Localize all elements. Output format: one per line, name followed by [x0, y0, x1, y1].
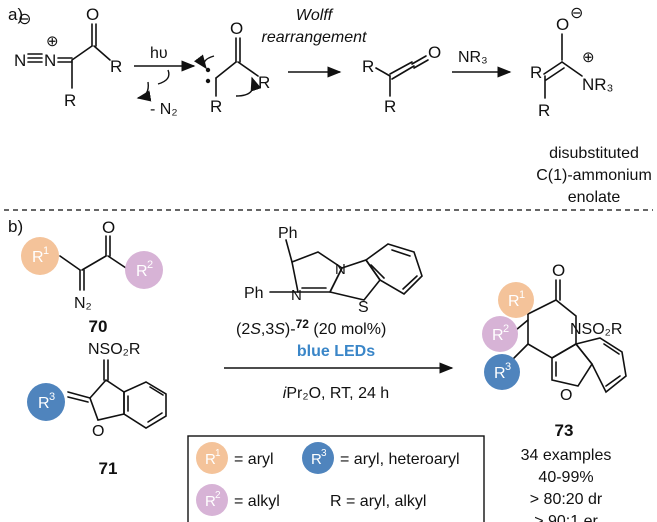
- product-r2-sup: 2: [503, 323, 509, 335]
- c70-o: O: [102, 218, 115, 237]
- carbene-intermediate: R O R: [193, 19, 270, 116]
- atom-n-terminal: N: [14, 51, 26, 70]
- nr3-reagent: NR₃: [458, 49, 488, 66]
- enolate-plus: ⊕: [582, 49, 595, 66]
- legend-r2-text: = alkyl: [234, 493, 280, 510]
- caption-line-3: enolate: [568, 189, 621, 206]
- legend-r3-symbol: R: [311, 451, 322, 468]
- substituent-legend: R 1 = aryl R 3 = aryl, heteroaryl R 2 = …: [187, 435, 485, 522]
- r2-ball: [125, 251, 163, 289]
- legend-r2-symbol: R: [205, 493, 216, 510]
- conditions-solvent: iPr₂O, RT, 24 h: [283, 385, 389, 402]
- cat-s: S: [358, 299, 369, 316]
- legend-r2-sup: 2: [215, 490, 221, 501]
- caption-line-2: C(1)-ammonium: [536, 167, 652, 184]
- stat-yield: 40-99%: [538, 469, 593, 486]
- wolff-label: Wolff: [296, 7, 334, 24]
- product-r3-symbol: R: [494, 365, 506, 382]
- carbene-o: O: [230, 19, 243, 38]
- enolate-r-lower: R: [538, 101, 550, 120]
- r3-ball: [27, 383, 65, 421]
- cat-ph-left: Ph: [244, 285, 264, 302]
- c71-o: O: [92, 423, 104, 440]
- product-r3-ball: [484, 354, 520, 390]
- c71-imine: NSO₂R: [88, 341, 140, 358]
- r2-superscript: 2: [147, 259, 153, 271]
- enolate-minus: ⊖: [570, 5, 583, 22]
- atom-r-lower: R: [64, 91, 76, 110]
- legend-r3-text: = aryl, heteroaryl: [340, 451, 460, 468]
- atom-o: O: [86, 5, 99, 24]
- atom-r-right: R: [110, 57, 122, 76]
- ammonium-enolate: ⊖ O R R ⊕ NR₃: [530, 5, 613, 120]
- legend-r-text: R = aryl, alkyl: [330, 493, 426, 510]
- r3-superscript: 3: [49, 391, 55, 403]
- product-r1-symbol: R: [508, 293, 520, 310]
- r1-ball: [21, 237, 59, 275]
- legend-r1-text: = aryl: [234, 451, 274, 468]
- legend-r1-symbol: R: [205, 451, 216, 468]
- legend-r3-sup: 3: [321, 448, 327, 459]
- stat-er: > 90:1 er: [534, 513, 598, 522]
- r1-superscript: 1: [43, 245, 49, 257]
- compound-73-number: 73: [555, 421, 574, 440]
- ketene-r-left: R: [362, 57, 374, 76]
- compound-71-number: 71: [99, 459, 118, 478]
- product-r3-sup: 3: [505, 361, 511, 373]
- enolate-r-left: R: [530, 63, 542, 82]
- cat-ph-top: Ph: [278, 225, 298, 242]
- r2-symbol: R: [136, 263, 148, 280]
- r1-symbol: R: [32, 249, 44, 266]
- atom-n-internal: N: [44, 51, 56, 70]
- carbene-r-right: R: [258, 73, 270, 92]
- panel-a-label: a): [8, 5, 23, 24]
- c70-n2: N₂: [74, 295, 92, 312]
- cat-n-bridge: N: [335, 261, 346, 278]
- product-r1-ball: [498, 282, 534, 318]
- compound-70-number: 70: [89, 317, 108, 336]
- compound-71: NSO₂R O R 3 71: [27, 341, 167, 478]
- diazo-ketone: ⊖ N N ⊕ R O R: [14, 5, 122, 110]
- product-r1-sup: 1: [519, 289, 525, 301]
- product-r2-ball: [482, 316, 518, 352]
- stat-examples: 34 examples: [521, 447, 612, 464]
- c73-ring-o: O: [560, 387, 572, 404]
- hv-label: hυ: [150, 45, 168, 62]
- plus-charge: ⊕: [46, 33, 59, 50]
- enolate-o: O: [556, 15, 569, 34]
- blue-leds-label: blue LEDs: [297, 343, 375, 360]
- stat-dr: > 80:20 dr: [530, 491, 603, 508]
- c73-nso2r: NSO₂R: [570, 321, 622, 338]
- caption-line-1: disubstituted: [549, 145, 639, 162]
- rearrangement-label: rearrangement: [262, 29, 368, 46]
- n2-loss-label: - N₂: [150, 101, 178, 118]
- product-r2-symbol: R: [492, 327, 504, 344]
- enolate-nr3: NR₃: [582, 75, 613, 94]
- legend-r1-sup: 1: [215, 448, 221, 459]
- cat-n-imine: N: [291, 287, 302, 304]
- carbene-r-lower: R: [210, 97, 222, 116]
- ketene: R R O: [362, 43, 441, 116]
- ketene-r-lower: R: [384, 97, 396, 116]
- ketene-o: O: [428, 43, 441, 62]
- c73-o: O: [552, 261, 565, 280]
- product-73: O NSO₂R O R 1 R 2 R 3 73: [482, 261, 627, 440]
- compound-70: R 1 R 2 O N₂ 70: [21, 218, 163, 336]
- minus-charge: ⊖: [18, 11, 31, 28]
- r3-symbol: R: [38, 395, 50, 412]
- panel-b-label: b): [8, 217, 23, 236]
- catalyst-72: Ph Ph N N S: [244, 225, 423, 316]
- conditions-catalyst: (2S,3S)-72 (20 mol%): [236, 317, 386, 338]
